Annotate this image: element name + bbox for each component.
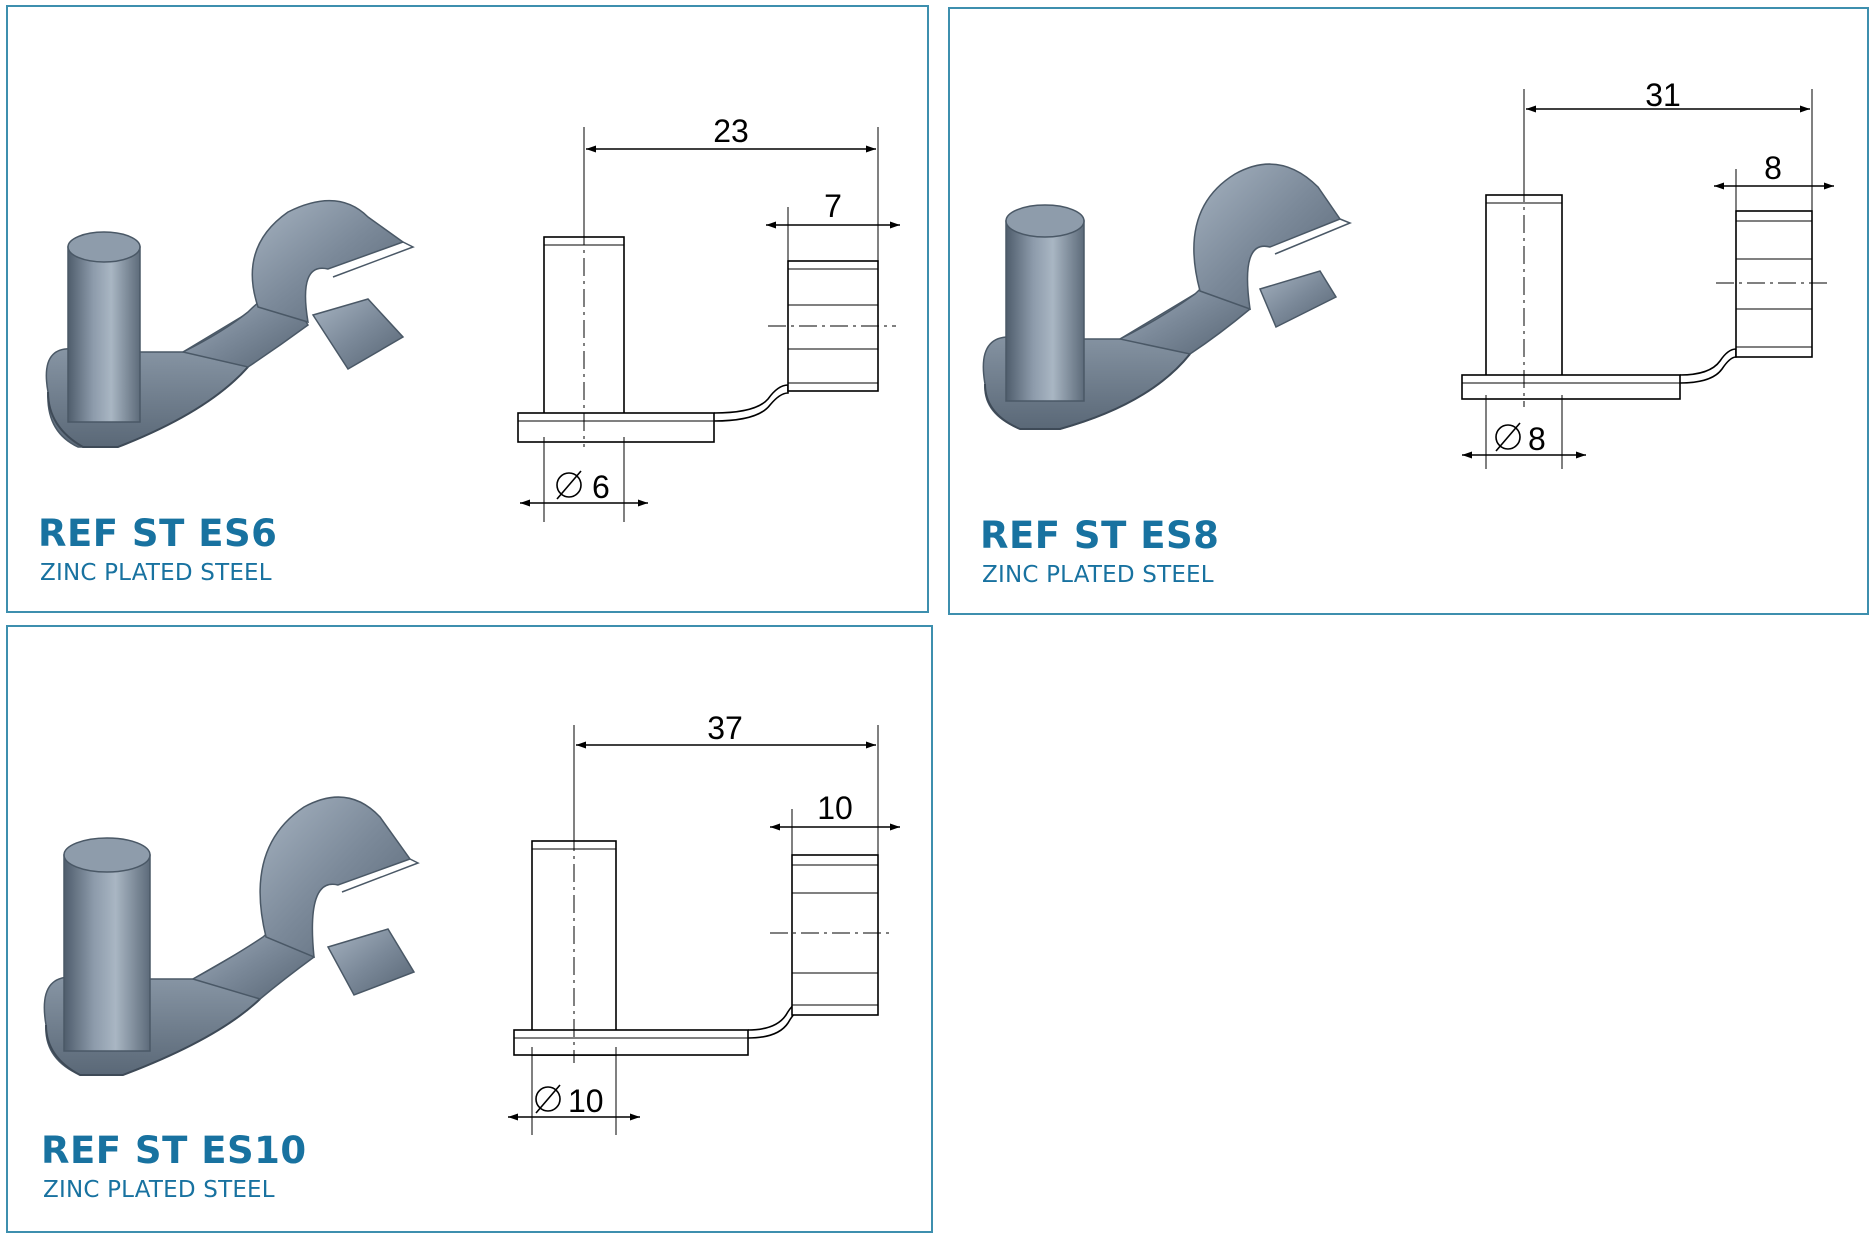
- part-render-3d: [982, 163, 1352, 430]
- product-card-es6: 23 7 6 REF ST ES6 ZINC PLATED STEEL: [6, 5, 929, 613]
- product-card-es8: 31 8 8 REF ST ES8 ZINC PLATED STEEL: [948, 7, 1869, 615]
- product-ref-title: REF ST ES10: [41, 1129, 307, 1172]
- dim-width-label: 7: [824, 188, 842, 224]
- product-ref-title: REF ST ES8: [980, 514, 1220, 557]
- dim-length-label: 31: [1645, 77, 1681, 113]
- part-render-3d: [43, 796, 420, 1076]
- product-drawing-es10: 37 10 10: [43, 710, 900, 1135]
- dim-width-label: 8: [1764, 150, 1782, 186]
- technical-drawing: [508, 725, 900, 1135]
- technical-drawing: [1461, 89, 1834, 469]
- product-drawing-es8: 31 8 8: [982, 77, 1834, 469]
- dim-length-label: 37: [707, 710, 743, 746]
- product-drawing-es6: 23 7 6: [45, 113, 900, 522]
- dim-length-label: 23: [713, 113, 749, 149]
- product-card-es10: 37 10 10 REF ST ES10 ZINC PLATED STEEL: [6, 625, 933, 1233]
- product-material-label: ZINC PLATED STEEL: [43, 1177, 275, 1203]
- part-render-3d: [45, 200, 415, 448]
- technical-drawing: [517, 127, 900, 522]
- product-ref-title: REF ST ES6: [38, 512, 278, 555]
- dim-diameter-label: 10: [568, 1083, 604, 1119]
- product-material-label: ZINC PLATED STEEL: [982, 562, 1214, 588]
- dim-width-label: 10: [817, 790, 853, 826]
- product-material-label: ZINC PLATED STEEL: [40, 560, 272, 586]
- dim-diameter-label: 6: [592, 469, 610, 505]
- dim-diameter-label: 8: [1528, 421, 1546, 457]
